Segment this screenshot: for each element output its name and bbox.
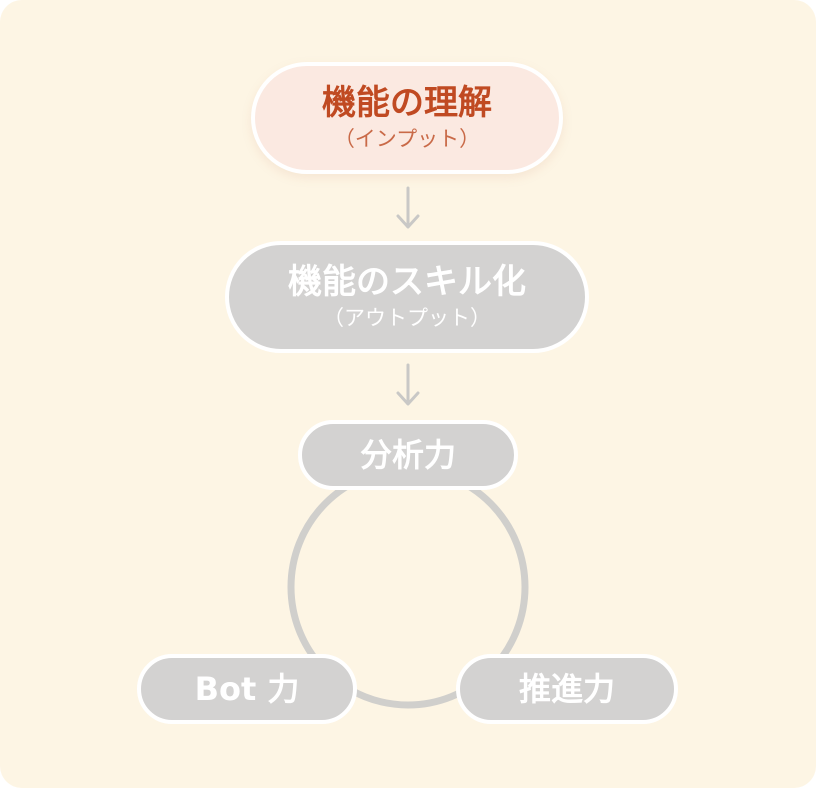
- step-understanding: 機能の理解 （インプット）: [251, 62, 563, 174]
- step-understanding-label: 機能の理解: [322, 83, 492, 123]
- arrow-down-icon: [396, 363, 420, 406]
- cycle-ring: [287, 476, 529, 709]
- cycle-node-drive: 推進力: [456, 654, 678, 724]
- arrow-down-icon: [396, 186, 420, 229]
- cycle-node-bot-label: Bot 力: [194, 670, 300, 708]
- cycle-node-analysis-label: 分析力: [359, 436, 456, 474]
- cycle-node-bot: Bot 力: [137, 654, 357, 724]
- cycle-node-drive-label: 推進力: [518, 670, 615, 708]
- step-skill: 機能のスキル化 （アウトプット）: [225, 241, 589, 353]
- step-skill-sublabel: （アウトプット）: [323, 306, 491, 330]
- step-understanding-sublabel: （インプット）: [333, 127, 481, 151]
- step-skill-label: 機能のスキル化: [288, 262, 526, 302]
- cycle-node-analysis: 分析力: [298, 420, 518, 490]
